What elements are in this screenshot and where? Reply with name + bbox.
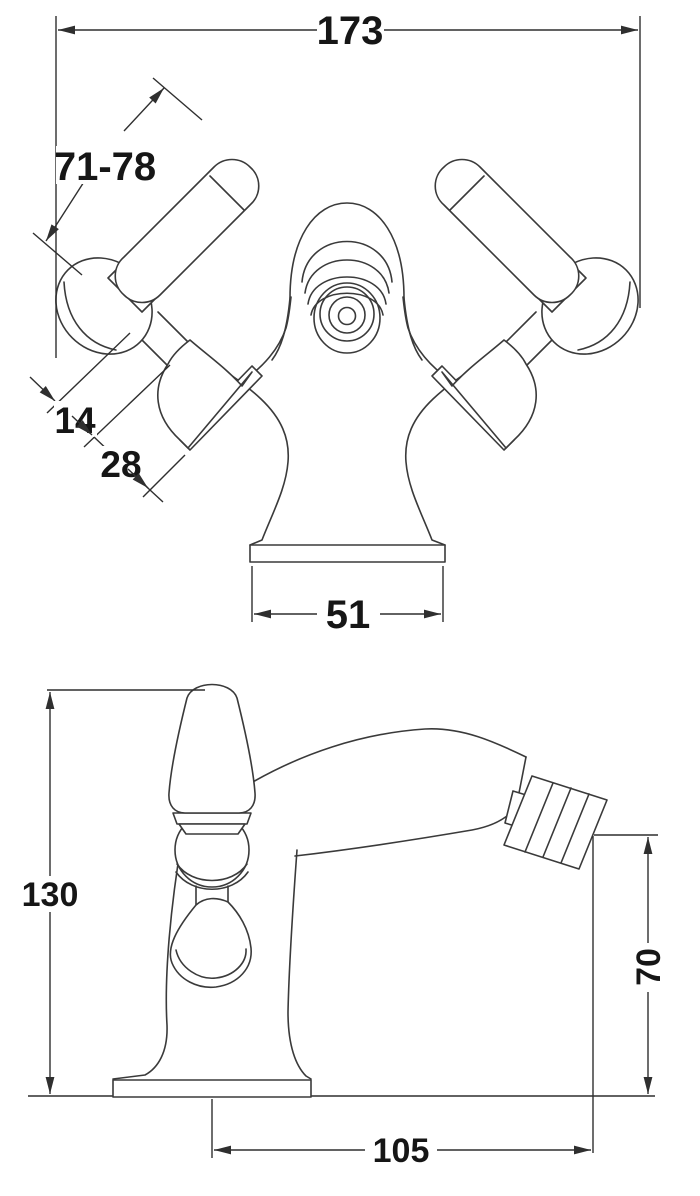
front-left-handle — [55, 158, 263, 451]
front-aerator-hole — [337, 306, 357, 326]
side-ball-seam-1 — [176, 863, 248, 882]
spout-end-face — [518, 756, 527, 794]
front-base-flange — [249, 544, 446, 563]
dim-overall-height: 130 — [22, 689, 205, 1094]
front-spout-face — [271, 202, 423, 361]
dim-label-outlet-height: 70 — [630, 948, 668, 986]
front-right-handle — [431, 158, 659, 451]
dim-label-base-width: 51 — [326, 593, 371, 637]
handle-lever-cap-seam — [209, 175, 245, 211]
side-handle-collar-2 — [178, 823, 246, 835]
handle-ball-seam — [63, 281, 117, 351]
side-view: 130 70 105 — [22, 683, 668, 1170]
dim-label-14: 14 — [54, 400, 96, 441]
dim-handle-details: 14 28 — [29, 332, 186, 503]
front-view: 173 71-78 14 28 — [29, 9, 659, 637]
side-ball-seam-2 — [175, 871, 249, 891]
side-body-right-edge — [287, 849, 312, 1080]
dim-label-overall-height: 130 — [22, 876, 79, 914]
side-base-flange — [112, 1079, 312, 1098]
dim-overall-width: 173 — [55, 9, 641, 358]
spout-bottom-curve — [294, 805, 518, 857]
side-handle-lever — [168, 683, 256, 814]
side-handle-collar-1 — [172, 812, 252, 825]
spout-top-curve — [235, 728, 527, 793]
side-handle — [168, 683, 256, 989]
dim-handle-length: 71-78 — [32, 77, 203, 276]
handle-lever — [114, 158, 260, 304]
side-body-left-edge — [112, 844, 182, 1080]
side-escutcheon-bell — [169, 897, 252, 989]
dim-outlet-height: 70 — [594, 834, 668, 1094]
dim-base-width: 51 — [251, 566, 444, 637]
dim-label-28: 28 — [100, 444, 141, 485]
dim-label-handle-length: 71-78 — [54, 145, 156, 189]
dim-spout-reach: 105 — [211, 836, 594, 1170]
dim-label-spout-reach: 105 — [373, 1132, 430, 1170]
side-escutcheon-rim — [175, 948, 247, 979]
escutcheon-bell — [157, 339, 253, 449]
aerator-tip — [503, 775, 608, 870]
dim-label-overall-width: 173 — [317, 9, 384, 53]
